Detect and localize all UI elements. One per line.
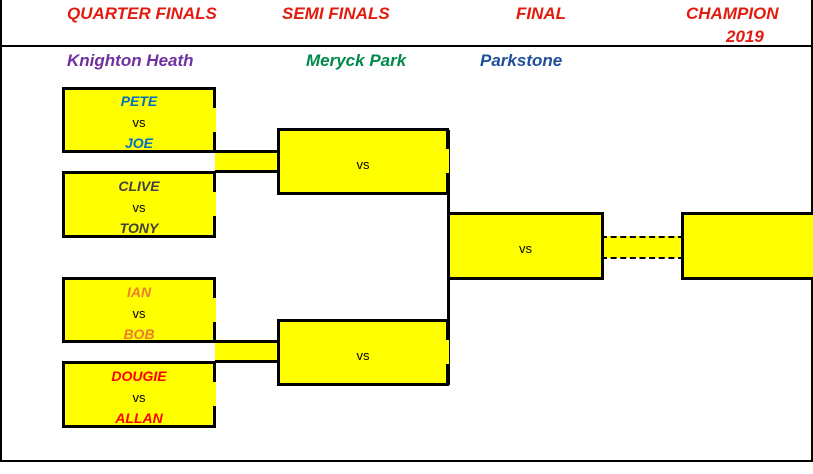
player-name: ALLAN <box>115 410 163 426</box>
vs-label: vs <box>132 390 146 405</box>
champion-box <box>681 212 813 280</box>
connector-final-champion <box>601 236 684 258</box>
connector-qf1-sf1 <box>215 150 280 173</box>
player-name: TONY <box>119 220 159 236</box>
vs-label: vs <box>132 200 146 215</box>
sf-match-1: vs <box>277 128 449 195</box>
vs-label: vs <box>132 306 146 321</box>
venue-semi-finals: Meryck Park <box>306 51 407 70</box>
player-name: IAN <box>126 284 152 300</box>
final-match: vs <box>447 212 604 280</box>
qf-match-3: IAN vs BOB <box>62 277 216 343</box>
header-divider <box>0 45 813 47</box>
venue-quarter-finals: Knighton Heath <box>67 51 194 70</box>
connector-dashed-line <box>601 236 684 238</box>
venue-final: Parkstone <box>480 51 563 70</box>
player-name: CLIVE <box>118 178 160 194</box>
connector-dashed-line <box>601 257 684 259</box>
qf-match-1: PETE vs JOE <box>62 87 216 153</box>
connector-line <box>215 170 280 173</box>
connector-line <box>215 360 280 363</box>
player-name: BOB <box>123 326 155 342</box>
player-name: JOE <box>124 135 153 151</box>
header-quarter-finals: QUARTER FINALS <box>67 4 217 23</box>
sf-match-2: vs <box>277 319 449 386</box>
qf-match-2: CLIVE vs TONY <box>62 171 216 238</box>
vs-label: vs <box>132 115 146 130</box>
qf-match-4: DOUGIE vs ALLAN <box>62 361 216 428</box>
vs-label: vs <box>519 241 532 256</box>
header-champion-year: 2019 <box>726 27 764 46</box>
vs-label: vs <box>356 157 370 172</box>
header-semi-finals: SEMI FINALS <box>282 4 390 23</box>
connector-qf2-sf2 <box>215 340 280 363</box>
header-final: FINAL <box>516 4 567 23</box>
vs-label: vs <box>356 348 370 363</box>
player-name: DOUGIE <box>111 368 167 384</box>
connector-line <box>215 340 280 343</box>
header-champion: CHAMPION <box>686 4 779 23</box>
connector-line <box>215 150 280 153</box>
player-name: PETE <box>120 93 158 109</box>
